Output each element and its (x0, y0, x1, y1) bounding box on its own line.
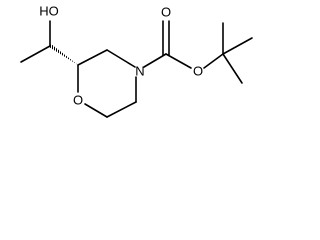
bond-c2-c3 (77, 49, 108, 66)
bond-tbu-methyl-bottom (222, 53, 243, 84)
ester-oxygen-label: O (193, 64, 203, 79)
bond-c5-c6 (106, 101, 137, 118)
bond-tbu-methyl-right (222, 37, 253, 55)
molecule-structure: HO O N O O (20, 4, 253, 118)
bond-c3-n4 (106, 49, 136, 68)
bond-c6-o1 (84, 103, 108, 118)
ring-oxygen-label: O (73, 93, 83, 108)
bond-n4-carbonyl (143, 53, 167, 68)
carbonyl-oxygen-label: O (161, 5, 171, 20)
stereo-hash-bond (49, 44, 78, 65)
bond-ester-o-tbu (203, 53, 224, 69)
hydroxyl-label: HO (39, 4, 59, 19)
bond-carbonyl-ester-o (165, 53, 192, 69)
ring-nitrogen-label: N (135, 64, 144, 79)
bond-ch-methyl (20, 45, 51, 63)
